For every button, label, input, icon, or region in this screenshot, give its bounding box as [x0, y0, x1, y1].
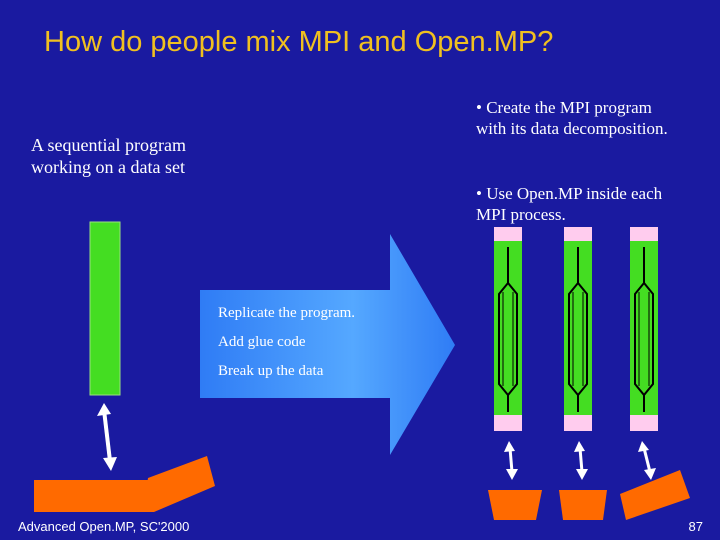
- process-1-double-arrow-icon: [504, 441, 518, 480]
- process-2-data-block: [559, 490, 607, 520]
- process-3-double-arrow-icon: [638, 441, 656, 480]
- mpi-process-3: [630, 227, 658, 431]
- mpi-process-1: [494, 227, 522, 431]
- mpi-process-2: [564, 227, 592, 431]
- step-glue-code: Add glue code: [218, 334, 305, 351]
- footer-course-title: Advanced Open.MP, SC'2000: [18, 519, 189, 534]
- sequential-program-bar: [90, 222, 120, 395]
- sequential-data-block-right: [143, 456, 215, 512]
- process-1-data-block: [488, 490, 542, 520]
- step-break-data: Break up the data: [218, 363, 323, 380]
- sequential-data-block-left: [34, 480, 150, 512]
- page-number: 87: [689, 519, 703, 534]
- sequential-double-arrow-icon: [97, 403, 117, 471]
- process-3-data-block: [620, 470, 690, 520]
- process-2-double-arrow-icon: [574, 441, 588, 480]
- step-replicate: Replicate the program.: [218, 305, 355, 322]
